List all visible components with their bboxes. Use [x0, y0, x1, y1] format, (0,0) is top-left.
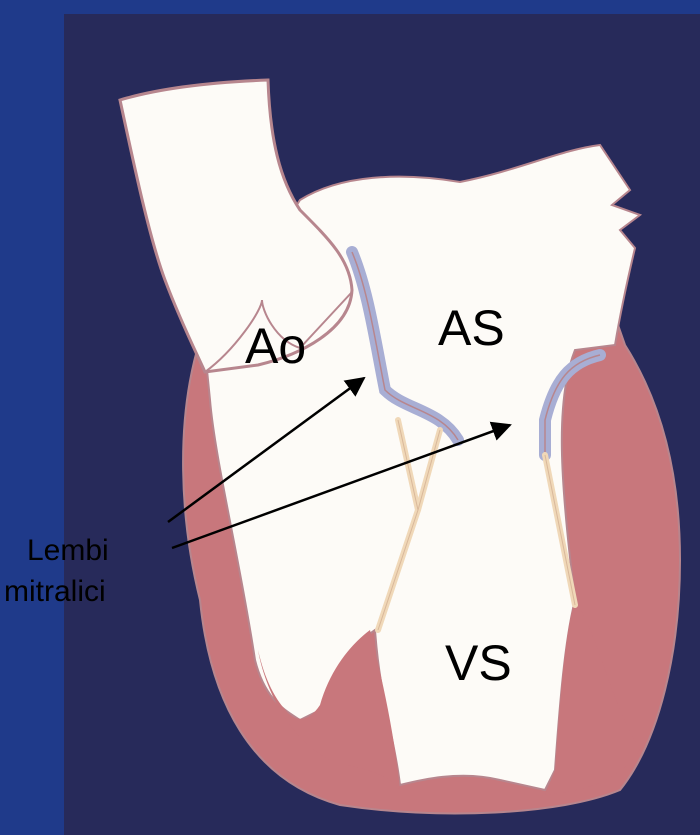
label-left-ventricle: VS — [445, 635, 512, 691]
label-leaflets-line2: mitralici — [4, 575, 106, 608]
label-left-atrium: AS — [438, 300, 505, 356]
label-leaflets-line1: Lembi — [27, 534, 109, 567]
label-aorta: Ao — [245, 318, 306, 374]
